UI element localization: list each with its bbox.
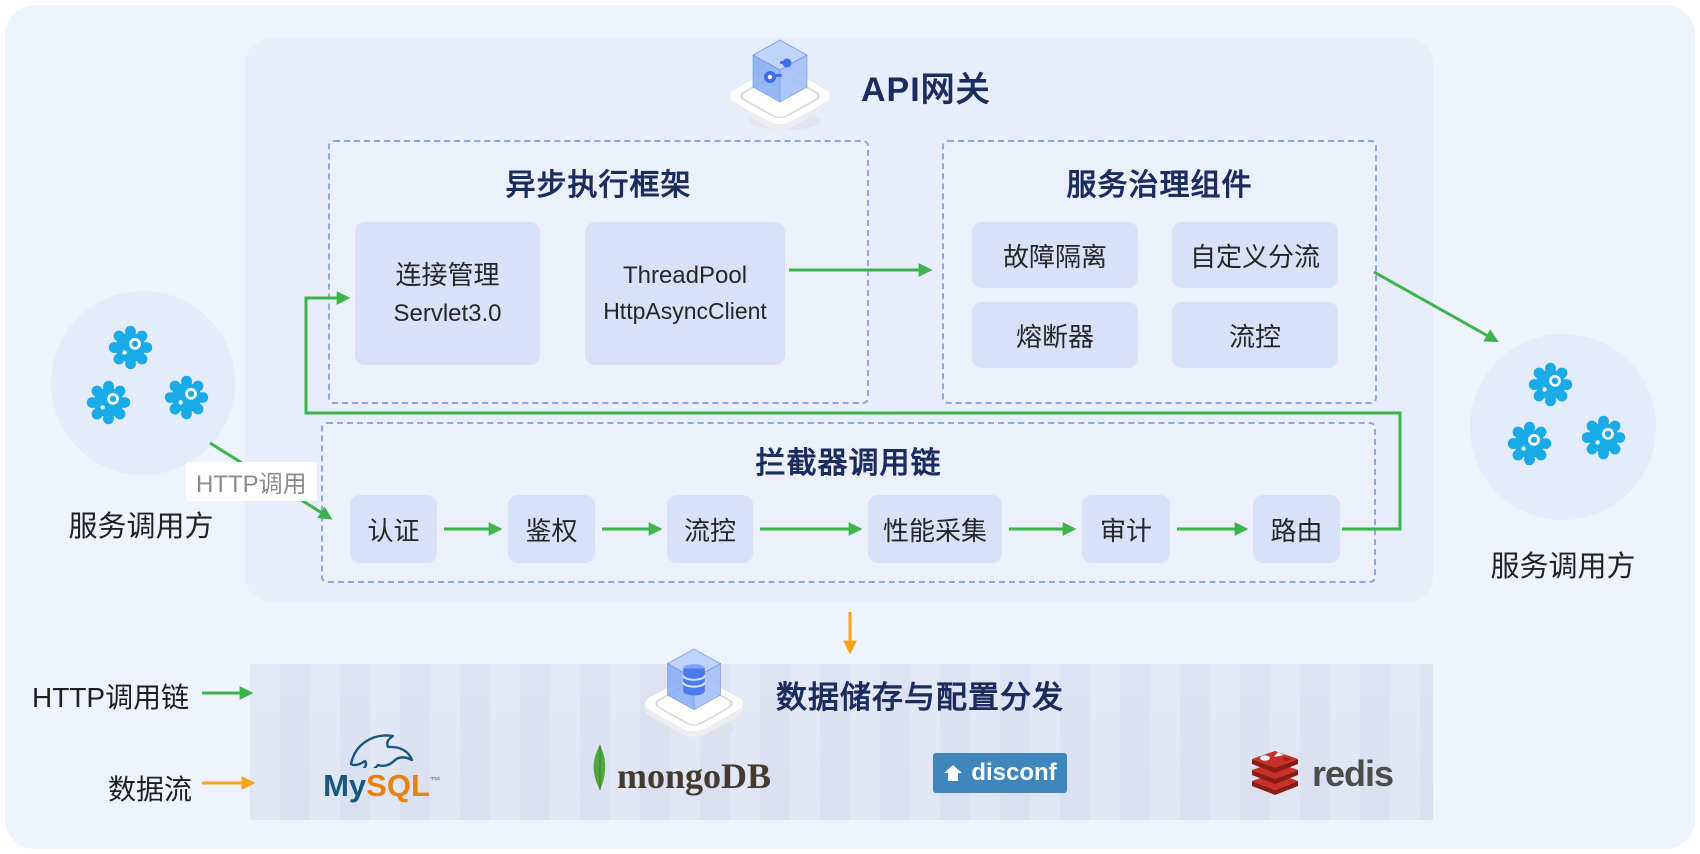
api-gateway-cube-icon [715, 36, 845, 136]
storage-title: 数据储存与配置分发 [776, 679, 1064, 715]
node-flow-control: 流控 [1172, 302, 1338, 368]
left-caller-label: 服务调用方 [68, 511, 214, 543]
interceptor-chain-title: 拦截器调用链 [755, 447, 942, 480]
redis-logo: redis [1248, 748, 1394, 800]
chain-step-authz: 鉴权 [508, 495, 595, 563]
home-icon [944, 765, 963, 781]
chain-step-flowctl: 流控 [667, 495, 753, 563]
mongodb-wordmark: mongoDB [617, 756, 772, 796]
node-threadpool: ThreadPool HttpAsyncClient [585, 222, 785, 365]
gear-icon [1580, 414, 1627, 461]
gear-icon [1506, 420, 1553, 467]
chain-step-auth: 认证 [350, 495, 437, 563]
gear-icon [85, 379, 132, 426]
node-connection-mgmt-line2: Servlet3.0 [393, 300, 502, 328]
mysql-logo: MySQL™ [303, 728, 461, 804]
legend-http-chain-label: HTTP调用链 [32, 682, 190, 713]
node-connection-mgmt-line1: 连接管理 [395, 259, 500, 290]
node-threadpool-line1: ThreadPool [622, 262, 748, 290]
interceptor-chain-box: 拦截器调用链 [321, 422, 1376, 583]
node-circuit-breaker: 熔断器 [972, 302, 1138, 368]
disconf-wordmark: disconf [971, 759, 1057, 786]
left-caller-circle [51, 291, 235, 475]
node-threadpool-line2: HttpAsyncClient [603, 298, 767, 325]
http-call-label: HTTP调用 [186, 462, 317, 501]
mysql-word-sql: SQL [366, 768, 430, 803]
right-caller-circle [1470, 334, 1656, 520]
mysql-trademark: ™ [429, 775, 441, 788]
storage-header: 数据储存与配置分发 [628, 645, 1064, 743]
chain-step-route: 路由 [1253, 495, 1340, 563]
redis-stack-icon [1252, 751, 1298, 795]
legend-data-flow-label: 数据流 [107, 774, 192, 805]
async-framework-title: 异步执行框架 [505, 169, 692, 202]
mysql-dolphin-icon [349, 734, 414, 768]
right-caller-label: 服务调用方 [1490, 551, 1636, 583]
mysql-word-my: My [323, 768, 367, 803]
node-connection-mgmt: 连接管理 Servlet3.0 [355, 222, 540, 365]
disconf-logo: disconf [933, 753, 1067, 793]
gear-icon [163, 374, 210, 421]
gear-icon [1527, 361, 1574, 408]
chain-step-audit: 审计 [1082, 495, 1170, 563]
api-gateway-title: API网关 [861, 70, 991, 109]
gear-icon [107, 324, 154, 371]
storage-cube-icon [628, 645, 760, 743]
node-fault-isolation: 故障隔离 [972, 222, 1138, 288]
storage-band [250, 664, 1433, 820]
mongodb-leaf-icon [593, 745, 606, 790]
node-custom-routing: 自定义分流 [1172, 222, 1338, 288]
mysql-wordmark: MySQL™ [323, 768, 441, 804]
governance-title: 服务治理组件 [1066, 169, 1253, 202]
mongodb-logo: mongoDB [589, 744, 771, 794]
api-gateway-header: API网关 [715, 36, 991, 136]
chain-step-perf: 性能采集 [868, 495, 1002, 563]
redis-wordmark: redis [1312, 753, 1394, 794]
